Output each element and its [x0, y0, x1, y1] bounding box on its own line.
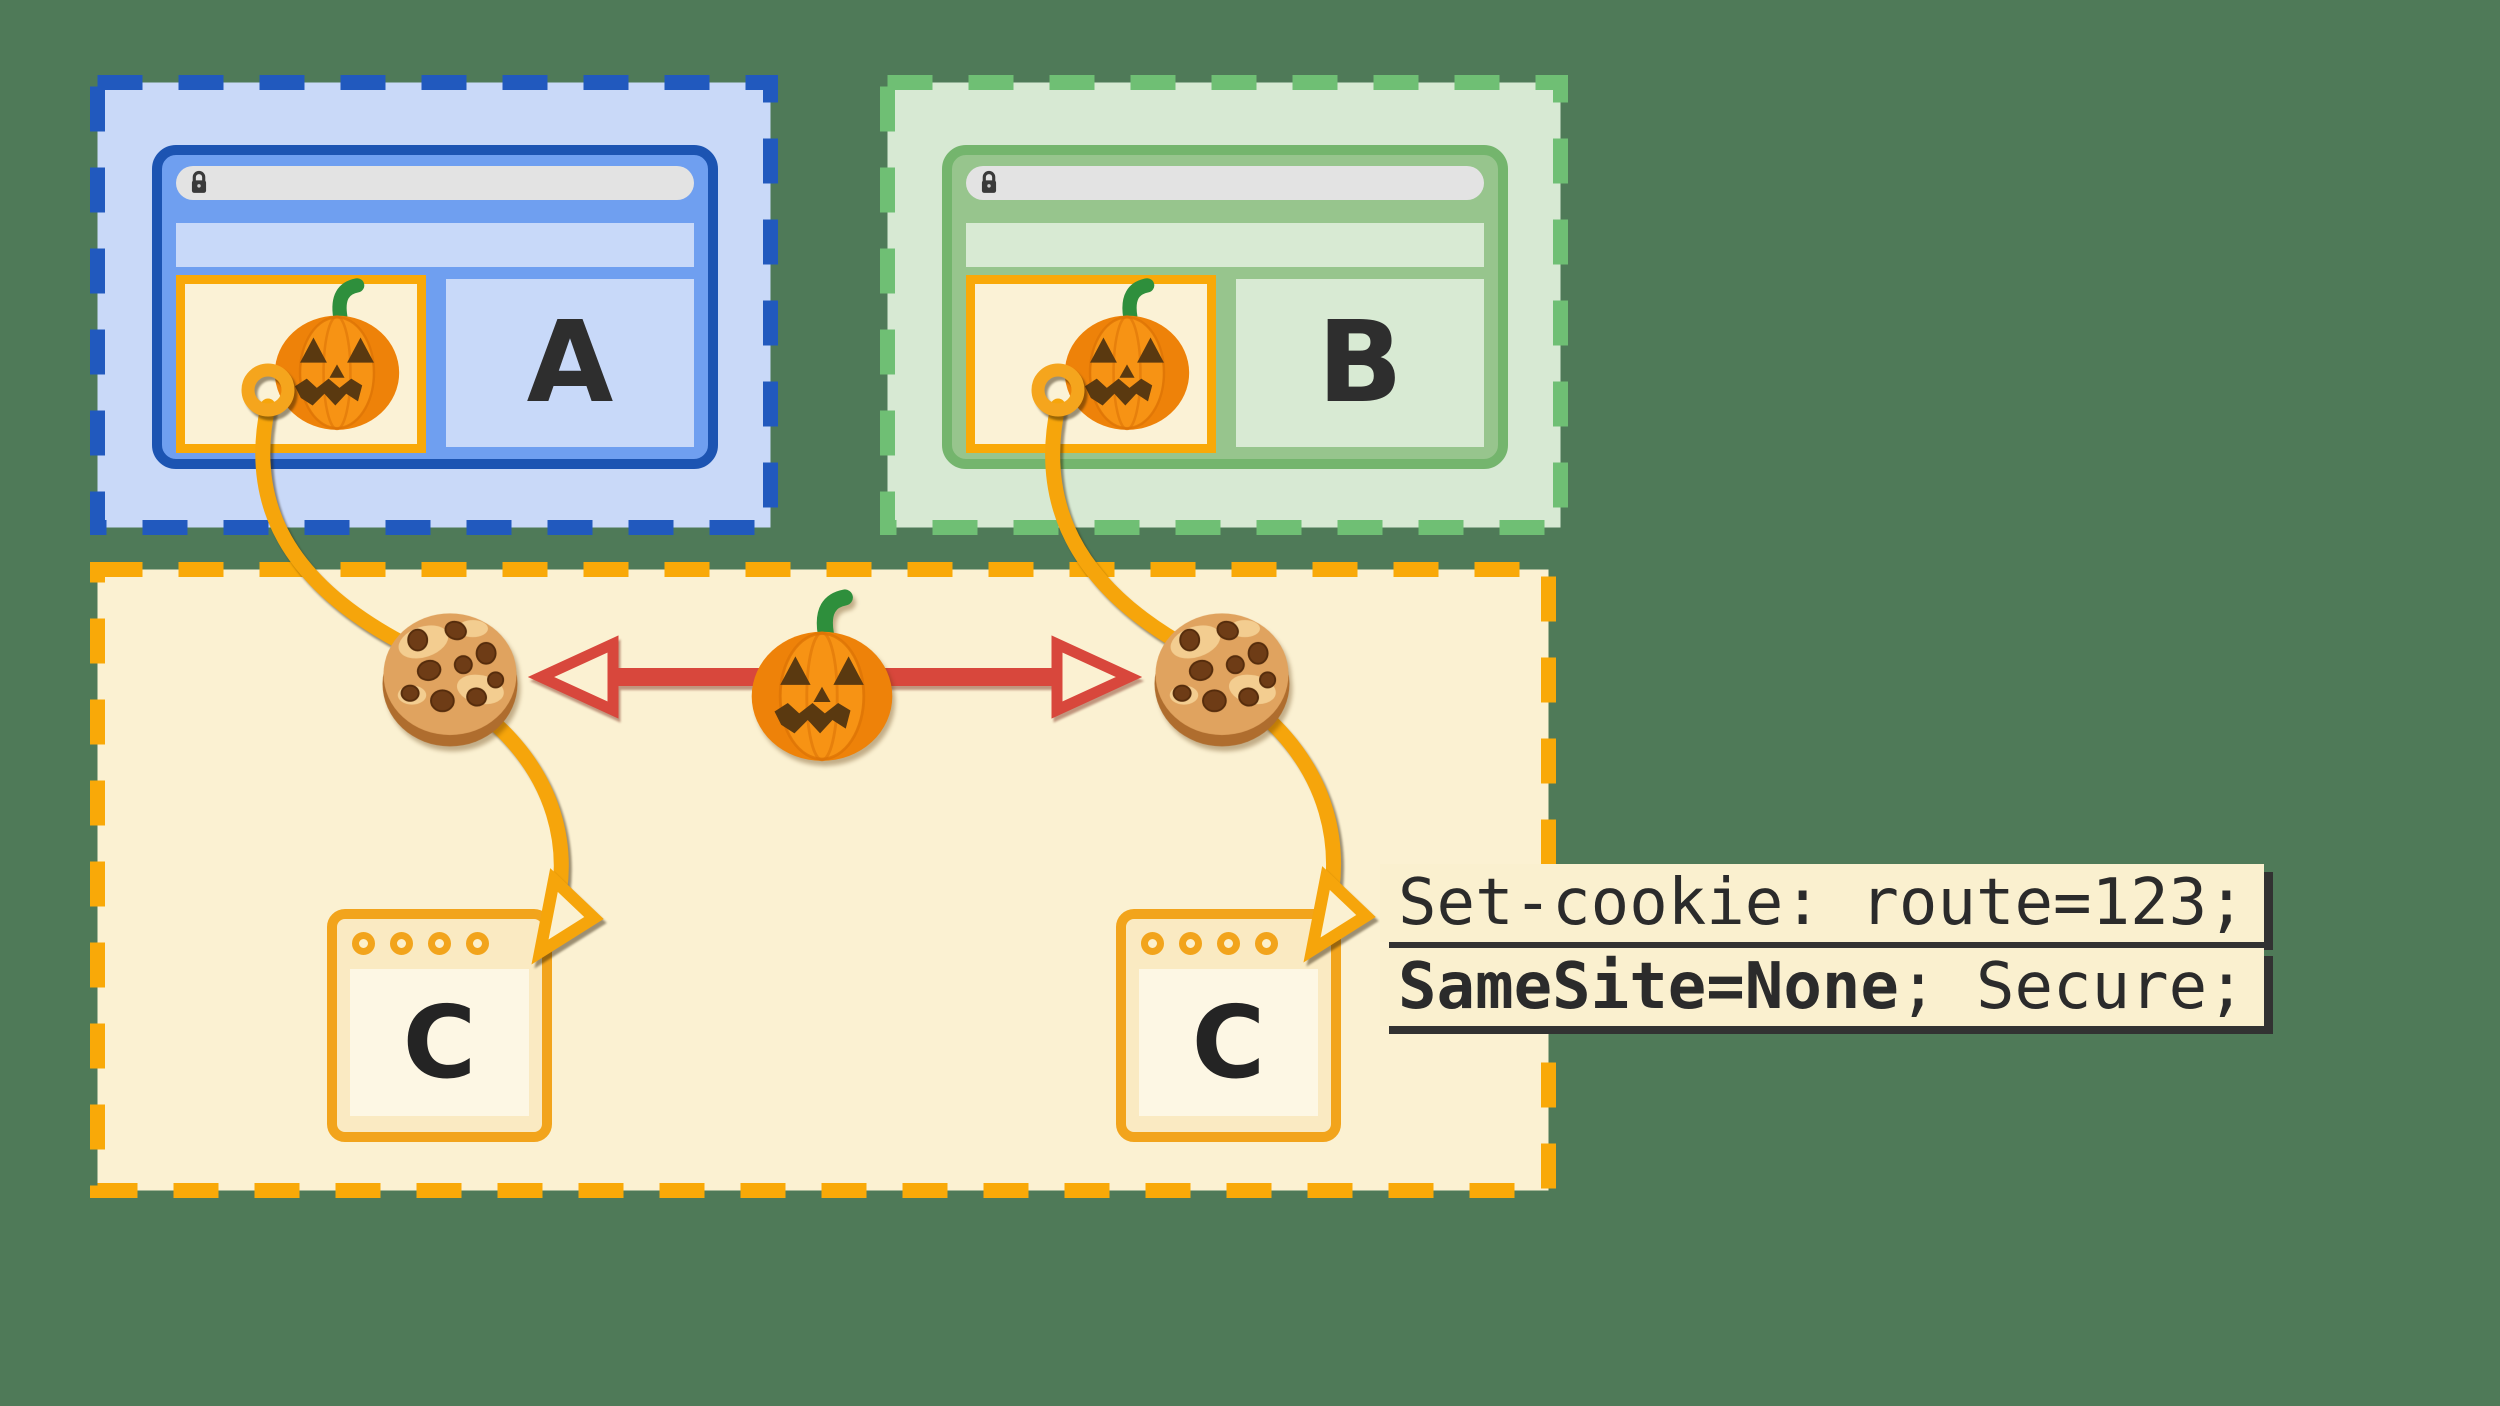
window-dot — [390, 932, 413, 955]
browser-window-a: A — [152, 145, 718, 469]
set-cookie-header-line1: Set-cookie: route=123; — [1380, 864, 2264, 942]
site-a-label: A — [446, 279, 694, 447]
server-window-c-right: C — [1116, 909, 1341, 1142]
site-b-label: B — [1236, 279, 1484, 447]
browser-window-b: B — [942, 145, 1508, 469]
code-text: Set-cookie: route=123; — [1398, 866, 2246, 940]
window-dots — [352, 932, 489, 955]
window-dot — [1255, 932, 1278, 955]
window-dot — [352, 932, 375, 955]
set-cookie-header-line2: SameSite=None; Secure; — [1380, 948, 2264, 1026]
window-dot — [1141, 932, 1164, 955]
lock-icon — [981, 170, 997, 193]
toolbar-band — [176, 223, 694, 267]
server-c-label-right: C — [1139, 969, 1318, 1116]
url-bar — [176, 166, 694, 200]
window-dot — [466, 932, 489, 955]
window-dot — [1217, 932, 1240, 955]
embedded-iframe-b — [966, 275, 1216, 453]
window-dot — [1179, 932, 1202, 955]
secure-text: ; Secure; — [1898, 950, 2246, 1024]
server-c-label-left: C — [350, 969, 529, 1116]
toolbar-band — [966, 223, 1484, 267]
window-dots — [1141, 932, 1278, 955]
embedded-iframe-a — [176, 275, 426, 453]
server-window-c-left: C — [327, 909, 552, 1142]
samesite-none-text: SameSite=None — [1398, 950, 1899, 1024]
lock-icon — [191, 170, 207, 193]
url-bar — [966, 166, 1484, 200]
window-dot — [428, 932, 451, 955]
